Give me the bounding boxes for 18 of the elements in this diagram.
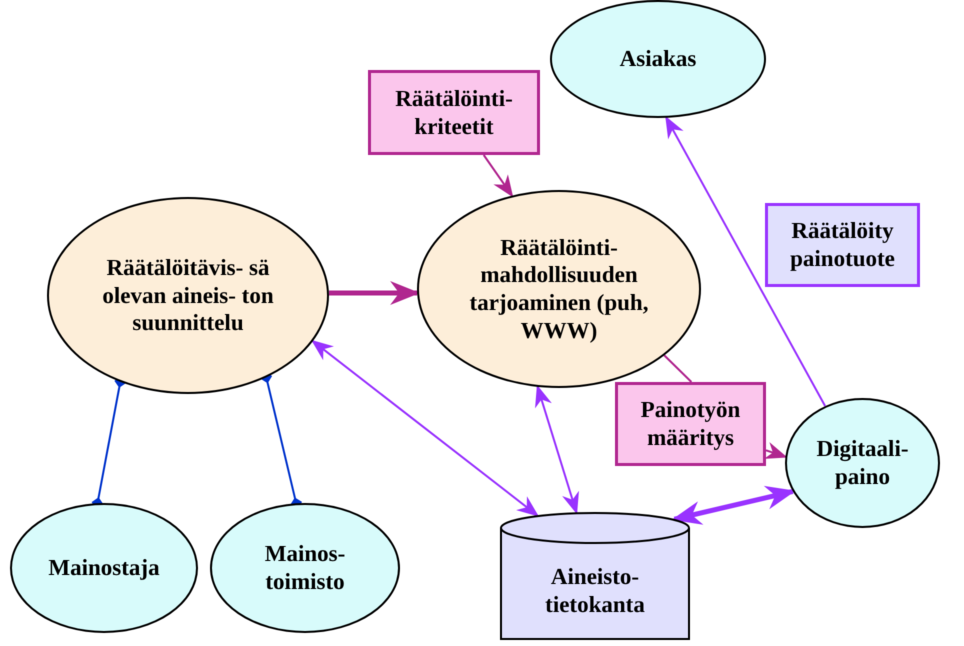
node-label: Aineisto- tietokanta <box>544 563 646 619</box>
node-label: Räätälöitävis- sä olevan aineis- ton suunnittelu <box>101 254 275 337</box>
node-label: Digitaali- paino <box>816 435 910 491</box>
node-label: Asiakas <box>620 45 696 73</box>
node-label: Räätälöinti- mahdollisuuden tarjoaminen (puh, WWW) <box>468 234 650 344</box>
database-cylinder <box>500 512 690 640</box>
arrow <box>311 340 539 517</box>
arrow <box>665 116 826 406</box>
node-label: Räätälöity painotuote <box>789 217 896 273</box>
connector-line <box>664 354 692 383</box>
note-box <box>765 203 920 287</box>
node-label: Räätälöinti- kriteetit <box>394 84 514 140</box>
node-label: Mainos- toimisto <box>264 540 346 596</box>
arrow <box>482 154 514 198</box>
note-box <box>615 382 766 466</box>
node-label: Painotyön määritys <box>640 396 742 452</box>
note-box <box>368 70 540 155</box>
node-label: Mainostaja <box>48 554 160 582</box>
